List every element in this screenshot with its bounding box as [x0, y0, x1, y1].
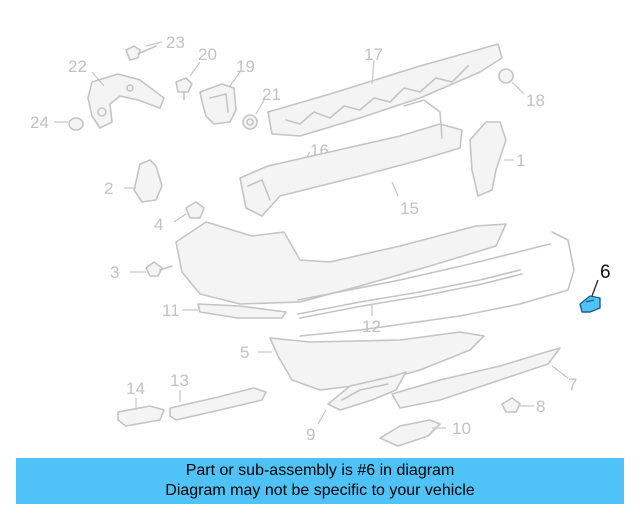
caption-line-2: Diagram may not be specific to your vehi… [165, 482, 475, 499]
part-18-clip [498, 68, 525, 95]
part-15-reinforcement [239, 99, 463, 217]
part-12-molding [297, 269, 523, 319]
part-6-highlighted [579, 279, 601, 313]
callout-22: 22 [68, 57, 87, 76]
part-24-grommet [54, 117, 84, 131]
callout-24: 24 [30, 113, 49, 132]
callout-7: 7 [568, 375, 577, 394]
part-14-reflector [117, 398, 165, 427]
caption-banner: Part or sub-assembly is #6 in diagram Di… [16, 458, 624, 504]
part-23-screw [125, 41, 163, 61]
callout-12: 12 [362, 317, 381, 336]
parts-diagram: 22 24 23 20 19 21 17 [30, 33, 611, 447]
part-5-valance [258, 331, 485, 391]
part-8-clip [501, 397, 534, 413]
callout-6: 6 [600, 262, 611, 283]
callout-2: 2 [104, 179, 113, 198]
part-22-bracket [87, 71, 165, 129]
callout-15: 15 [400, 199, 419, 218]
part-11-strip [182, 303, 287, 319]
part-19-bracket [199, 71, 241, 125]
callout-19: 19 [236, 57, 255, 76]
callout-8: 8 [536, 397, 545, 416]
callout-13: 13 [170, 371, 189, 390]
part-20-clip [175, 61, 201, 101]
part-10-tip-trim [379, 419, 446, 447]
part-1-side-bracket [469, 121, 514, 197]
part-2-pad [124, 159, 163, 203]
callout-11: 11 [162, 301, 180, 320]
callout-1: 1 [516, 151, 525, 170]
callout-17: 17 [364, 45, 383, 64]
part-17-absorber [267, 43, 503, 137]
callout-10: 10 [452, 419, 471, 438]
callout-21: 21 [262, 85, 281, 104]
callout-18: 18 [526, 91, 545, 110]
callout-5: 5 [240, 343, 249, 362]
part-4-clip [173, 201, 205, 223]
part-13-reflector [169, 387, 267, 421]
callout-9: 9 [306, 425, 315, 444]
part-bumper-cover [175, 221, 575, 337]
part-7-diffuser [391, 347, 569, 409]
part-9-trim [317, 371, 407, 425]
callout-14: 14 [126, 379, 145, 398]
callout-23: 23 [166, 33, 185, 52]
part-3-screw [130, 261, 173, 277]
part-21-nut [242, 99, 265, 130]
caption-line-1: Part or sub-assembly is #6 in diagram [185, 462, 455, 479]
callout-20: 20 [198, 45, 217, 64]
callout-3: 3 [110, 263, 119, 282]
callout-4: 4 [154, 215, 163, 234]
